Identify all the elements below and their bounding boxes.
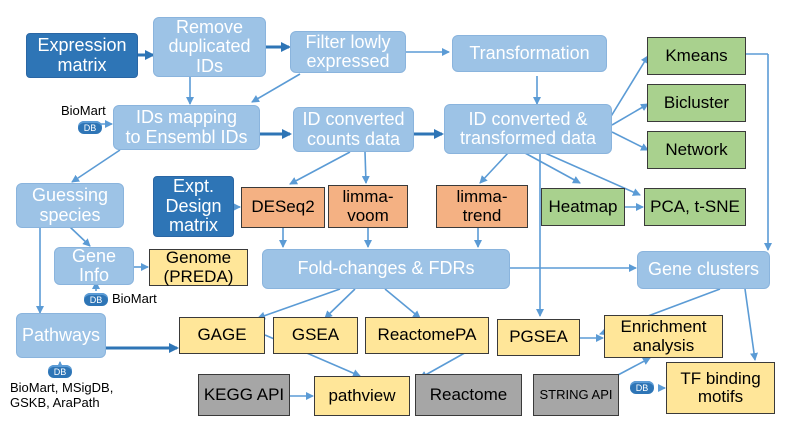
- guessing-species-node: Guessing species: [16, 183, 124, 228]
- gage-node: GAGE: [179, 317, 265, 354]
- database-icon: DB: [630, 381, 654, 394]
- arrow-counts-deseq2: [289, 151, 351, 185]
- limma-voom-node: limma- voom: [328, 185, 408, 228]
- tf-binding-node: TF binding motifs: [666, 362, 775, 414]
- arrow-fc-reactomepa: [384, 288, 421, 319]
- gene-info-node: Gene Info: [54, 246, 134, 285]
- id-converted-counts-node: ID converted counts data: [293, 107, 414, 152]
- arrow-tf-kmeans: [609, 55, 649, 119]
- id-converted-transformed-node: ID converted & transformed data: [444, 104, 612, 154]
- kegg-api-node: KEGG API: [198, 374, 290, 416]
- arrow-mapping-guessing: [71, 149, 121, 183]
- expt-design-node: Expt. Design matrix: [153, 176, 234, 237]
- arrow-reactomepa-pathview: [419, 349, 471, 379]
- limma-trend-node: limma- trend: [436, 185, 528, 228]
- gene-clusters-node: Gene clusters: [637, 251, 770, 289]
- database-icon: DB: [48, 365, 72, 378]
- expression-matrix-node: Expression matrix: [26, 33, 138, 78]
- filter-lowly-node: Filter lowly expressed: [290, 31, 406, 73]
- arrow-tf-network: [611, 131, 649, 151]
- kmeans-node: Kmeans: [647, 37, 746, 75]
- arrow-fc-gsea: [324, 288, 356, 319]
- deseq2-node: DESeq2: [241, 187, 325, 228]
- arrow-tf-trend: [479, 152, 509, 184]
- pathview-node: pathview: [314, 376, 410, 416]
- arrow-gc-tf: [744, 288, 758, 361]
- pca-tsne-node: PCA, t-SNE: [644, 188, 746, 226]
- transformation-node: Transformation: [452, 35, 607, 72]
- database-icon: DB: [84, 293, 108, 306]
- pgsea-node: PGSEA: [497, 319, 580, 356]
- pathway-databases-label: BioMart, MSigDB, GSKB, AraPath: [10, 380, 114, 410]
- heatmap-node: Heatmap: [541, 188, 625, 226]
- biomart-label-gene: BioMart: [112, 291, 157, 306]
- arrow-guessing-geneinfo: [69, 226, 91, 247]
- arrow-tf-bicluster: [611, 103, 649, 126]
- pathways-node: Pathways: [16, 313, 106, 358]
- string-api-node: STRING API: [533, 374, 619, 416]
- arrow-counts-voom: [361, 151, 370, 184]
- reactome-node: Reactome: [415, 374, 522, 416]
- database-icon: DB: [78, 121, 102, 134]
- reactomepa-node: ReactomePA: [365, 317, 489, 354]
- arrow-string-enrichment: [617, 357, 651, 376]
- fold-changes-node: Fold-changes & FDRs: [262, 249, 510, 289]
- remove-duplicated-node: Remove duplicated IDs: [153, 17, 266, 77]
- network-node: Network: [647, 131, 746, 169]
- arrow-filter-mapping: [251, 73, 301, 103]
- enrichment-node: Enrichment analysis: [604, 315, 723, 358]
- arrow-fc-gage: [257, 288, 341, 320]
- genome-preda-node: Genome (PREDA): [149, 248, 248, 286]
- biomart-label-top: BioMart: [61, 103, 106, 118]
- arrow-tf-heatmap: [524, 152, 581, 184]
- ids-mapping-node: IDs mapping to Ensembl IDs: [113, 105, 260, 150]
- gsea-node: GSEA: [273, 317, 358, 354]
- bicluster-node: Bicluster: [647, 84, 746, 122]
